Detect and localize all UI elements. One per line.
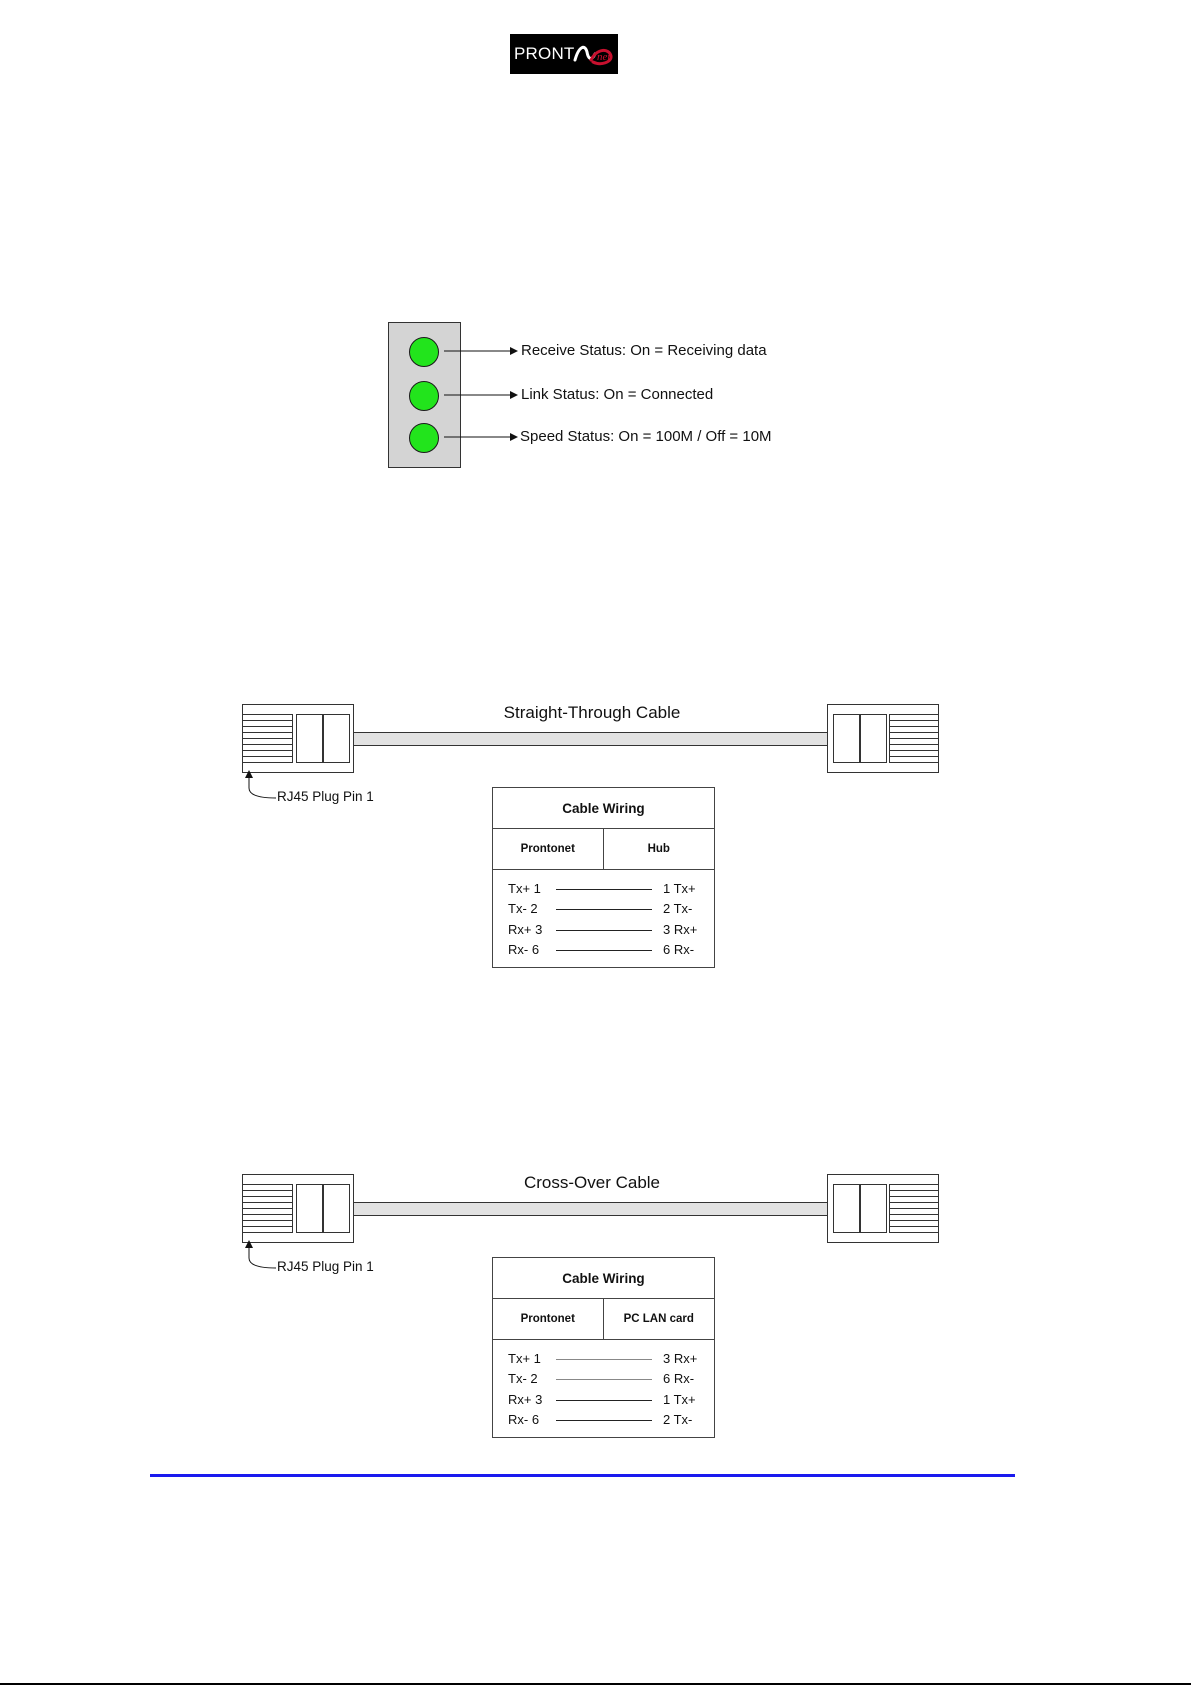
wire	[556, 1400, 652, 1401]
wiring-right-header: PC LAN card	[603, 1299, 714, 1340]
wire	[556, 930, 652, 931]
wiring-right-pin: 3 Rx+	[663, 1351, 698, 1366]
left-rj45-plug	[242, 704, 354, 773]
wire	[556, 1420, 652, 1421]
plug-body	[322, 1184, 350, 1233]
wiring-row: Tx+ 1 1 Tx+	[493, 879, 714, 899]
right-rj45-plug	[827, 704, 939, 773]
speed-status-label: Speed Status: On = 100M / Off = 10M	[520, 428, 772, 445]
pin1-label: RJ45 Plug Pin 1	[277, 1259, 374, 1274]
crossover-cable-body	[354, 1202, 828, 1216]
wiring-left-pin: Tx- 2	[508, 1371, 538, 1386]
logo-text: PRONT	[514, 44, 575, 63]
crossover-cable-title: Cross-Over Cable	[523, 1173, 661, 1192]
wiring-right-pin: 6 Rx-	[663, 1371, 695, 1386]
wiring-right-pin: 1 Tx+	[663, 1392, 696, 1407]
plug-latch	[296, 1184, 324, 1233]
plug-latch	[296, 714, 324, 763]
plug-pins	[889, 1184, 939, 1233]
wiring-left-pin: Rx+ 3	[508, 1392, 543, 1407]
plug-pins	[243, 1184, 293, 1233]
wiring-title: Cable Wiring	[493, 788, 714, 829]
plug-latch	[859, 1184, 887, 1233]
plug-pins	[243, 714, 293, 763]
wiring-row: Rx- 6 6 Rx-	[493, 940, 714, 960]
speed-status-led	[409, 423, 439, 453]
wiring-left-pin: Tx+ 1	[508, 1351, 541, 1366]
wiring-right-pin: 2 Tx-	[663, 901, 693, 916]
wiring-right-pin: 1 Tx+	[663, 881, 696, 896]
straight-cable-body	[354, 732, 828, 746]
straight-wiring-table: Cable Wiring Prontonet Hub Tx+ 1 1 Tx+ T…	[492, 787, 715, 968]
wiring-left-pin: Tx- 2	[508, 901, 538, 916]
wiring-left-pin: Tx+ 1	[508, 881, 541, 896]
pin1-pointer	[245, 1240, 277, 1269]
logo-net-mark: net	[573, 45, 613, 66]
pin1-pointer	[245, 770, 277, 799]
left-rj45-plug	[242, 1174, 354, 1243]
wire	[556, 1359, 652, 1360]
page-bottom-edge	[0, 1683, 1191, 1685]
plug-pins	[889, 714, 939, 763]
plug-body	[833, 1184, 861, 1233]
wiring-left-header: Prontonet	[493, 829, 604, 870]
wiring-left-pin: Rx- 6	[508, 1412, 540, 1427]
wire	[556, 889, 652, 890]
wiring-right-pin: 3 Rx+	[663, 922, 698, 937]
wire	[556, 950, 652, 951]
wiring-title: Cable Wiring	[493, 1258, 714, 1299]
wiring-row: Tx+ 1 3 Rx+	[493, 1349, 714, 1369]
wiring-row: Tx- 2 6 Rx-	[493, 1369, 714, 1389]
link-status-led	[409, 381, 439, 411]
pin1-label: RJ45 Plug Pin 1	[277, 789, 374, 804]
wiring-left-pin: Rx+ 3	[508, 922, 543, 937]
footer-rule	[150, 1474, 1015, 1477]
logo-mark-text: net	[597, 51, 611, 63]
wiring-row: Rx+ 3 3 Rx+	[493, 920, 714, 940]
plug-latch	[859, 714, 887, 763]
receive-status-label: Receive Status: On = Receiving data	[521, 342, 767, 359]
plug-body	[322, 714, 350, 763]
wiring-left-pin: Rx- 6	[508, 942, 540, 957]
wiring-right-pin: 6 Rx-	[663, 942, 695, 957]
led-arrows	[444, 347, 518, 441]
wiring-row: Rx- 6 2 Tx-	[493, 1410, 714, 1430]
wiring-row: Tx- 2 2 Tx-	[493, 899, 714, 919]
plug-body	[833, 714, 861, 763]
wire	[556, 1379, 652, 1380]
wire	[556, 909, 652, 910]
wiring-right-pin: 2 Tx-	[663, 1412, 693, 1427]
crossover-wiring-table: Cable Wiring Prontonet PC LAN card Tx+ 1…	[492, 1257, 715, 1438]
link-status-label: Link Status: On = Connected	[521, 386, 714, 403]
wiring-row: Rx+ 3 1 Tx+	[493, 1390, 714, 1410]
receive-status-led	[409, 337, 439, 367]
prontonet-logo: PRONT net	[510, 34, 618, 74]
straight-cable-title: Straight-Through Cable	[503, 703, 681, 722]
wiring-right-header: Hub	[603, 829, 714, 870]
right-rj45-plug	[827, 1174, 939, 1243]
wiring-left-header: Prontonet	[493, 1299, 604, 1340]
